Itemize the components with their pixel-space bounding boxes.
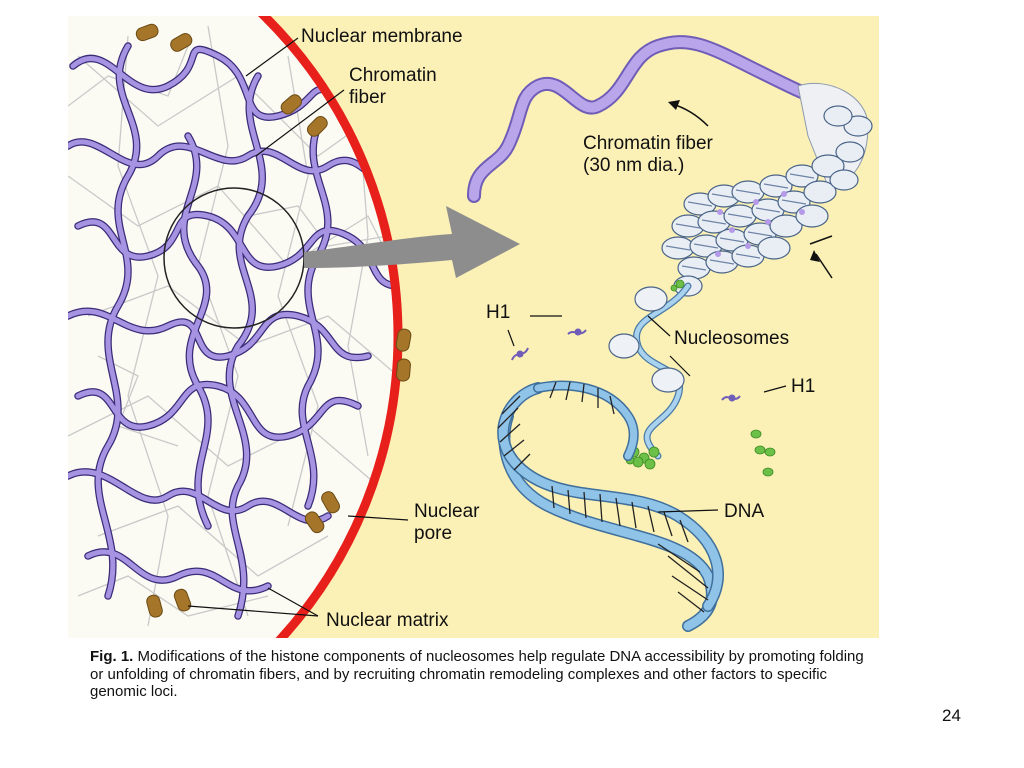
zoom-arrow — [304, 206, 520, 278]
solenoid-nucleosomes — [661, 105, 873, 297]
nucleus-interior — [68, 16, 398, 638]
chromatin-diagram: Nuclear membrane Chromatin fiber Chromat… — [68, 16, 879, 638]
label-h1-left: H1 — [486, 302, 511, 323]
nuclear-pores — [135, 23, 412, 618]
caption-text: Modifications of the histone components … — [90, 648, 864, 700]
dna-base-pairs — [497, 381, 709, 613]
diagram-artwork — [68, 16, 873, 638]
figure-caption: Fig. 1. Modifications of the histone com… — [90, 648, 880, 701]
label-h1-right: H1 — [791, 376, 816, 397]
chromatin-fiber-tube — [469, 37, 833, 201]
label-nucleosomes: Nucleosomes — [674, 328, 790, 349]
leader-lines — [187, 37, 787, 617]
caption-figure-label: Fig. 1. — [90, 648, 134, 665]
h1-proteins — [511, 328, 741, 402]
label-dna: DNA — [724, 501, 765, 522]
label-chromatin-fiber: Chromatin fiber — [349, 65, 437, 108]
beads-on-string — [608, 279, 692, 470]
label-chromatin-fiber-30nm: Chromatin fiber (30 nm dia.) — [583, 133, 713, 176]
free-histones — [750, 429, 776, 477]
dna-double-helix — [497, 380, 724, 632]
label-nuclear-matrix: Nuclear matrix — [326, 610, 449, 631]
slide-number: 24 — [942, 706, 961, 725]
label-nuclear-membrane: Nuclear membrane — [301, 26, 463, 47]
label-nuclear-pore: Nuclear pore — [414, 501, 480, 544]
